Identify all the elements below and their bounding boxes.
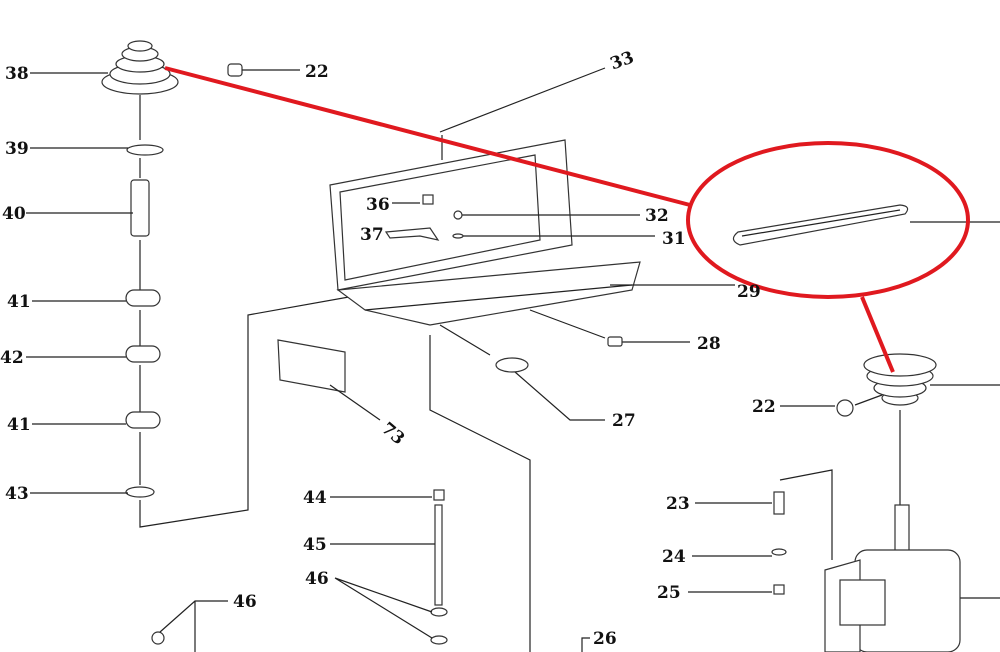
motor-pulley: [863, 353, 937, 406]
callout-33: 33: [608, 48, 637, 75]
part-22-bushing: [836, 399, 854, 417]
callout-32: 32: [645, 206, 669, 226]
callout-46: 46: [305, 569, 329, 589]
part-43-washer: [125, 486, 155, 498]
part-45-rod: [434, 504, 443, 606]
callout-25: 25: [657, 583, 681, 603]
spindle-pulley-38: [101, 40, 179, 95]
callout-29: 29: [737, 282, 761, 302]
callout-36: 36: [366, 195, 390, 215]
part-37-latch: [384, 227, 440, 241]
callout-42: 42: [0, 348, 24, 368]
callout-44: 44: [303, 488, 327, 508]
part-36-screw: [422, 194, 434, 205]
part-44-cap: [433, 489, 445, 501]
callout-22: 22: [752, 397, 776, 417]
belt-highlight: [164, 66, 970, 373]
part-46-washer: [430, 607, 448, 617]
part-22-bushing: [227, 63, 243, 77]
callout-40: 40: [2, 204, 26, 224]
callout-28: 28: [697, 334, 721, 354]
part-41-bearing: [125, 411, 161, 429]
callout-31: 31: [662, 229, 686, 249]
part-39-washer: [126, 144, 164, 156]
callout-23: 23: [666, 494, 690, 514]
callout-27: 27: [612, 411, 636, 431]
callout-73: 73: [377, 419, 408, 450]
callout-24: 24: [662, 547, 686, 567]
callout-37: 37: [360, 225, 384, 245]
part-73-switch: [277, 339, 346, 393]
part-29-cover: [329, 139, 641, 326]
callout-41: 41: [7, 292, 31, 312]
callout-46: 46: [233, 592, 257, 612]
part-27-ring: [495, 357, 529, 373]
callout-26: 26: [593, 629, 617, 649]
part-46-washer: [430, 635, 448, 645]
part-28-nut: [607, 336, 623, 347]
part-25-nut: [773, 584, 785, 595]
part-40-shaft: [130, 179, 150, 237]
callout-41: 41: [7, 415, 31, 435]
part-24-washer: [771, 548, 787, 556]
callout-22: 22: [305, 62, 329, 82]
part-42-spacer: [125, 345, 161, 363]
part-41-bearing: [125, 289, 161, 307]
callout-43: 43: [5, 484, 29, 504]
part-31-washer: [452, 233, 464, 239]
callout-38: 38: [5, 64, 29, 84]
callout-39: 39: [5, 139, 29, 159]
callout-45: 45: [303, 535, 327, 555]
part-23-bolt: [773, 491, 785, 515]
part-belt: [732, 204, 909, 246]
motor: [824, 504, 961, 652]
part-32-screw: [453, 210, 463, 220]
part-46-nut: [151, 631, 165, 645]
